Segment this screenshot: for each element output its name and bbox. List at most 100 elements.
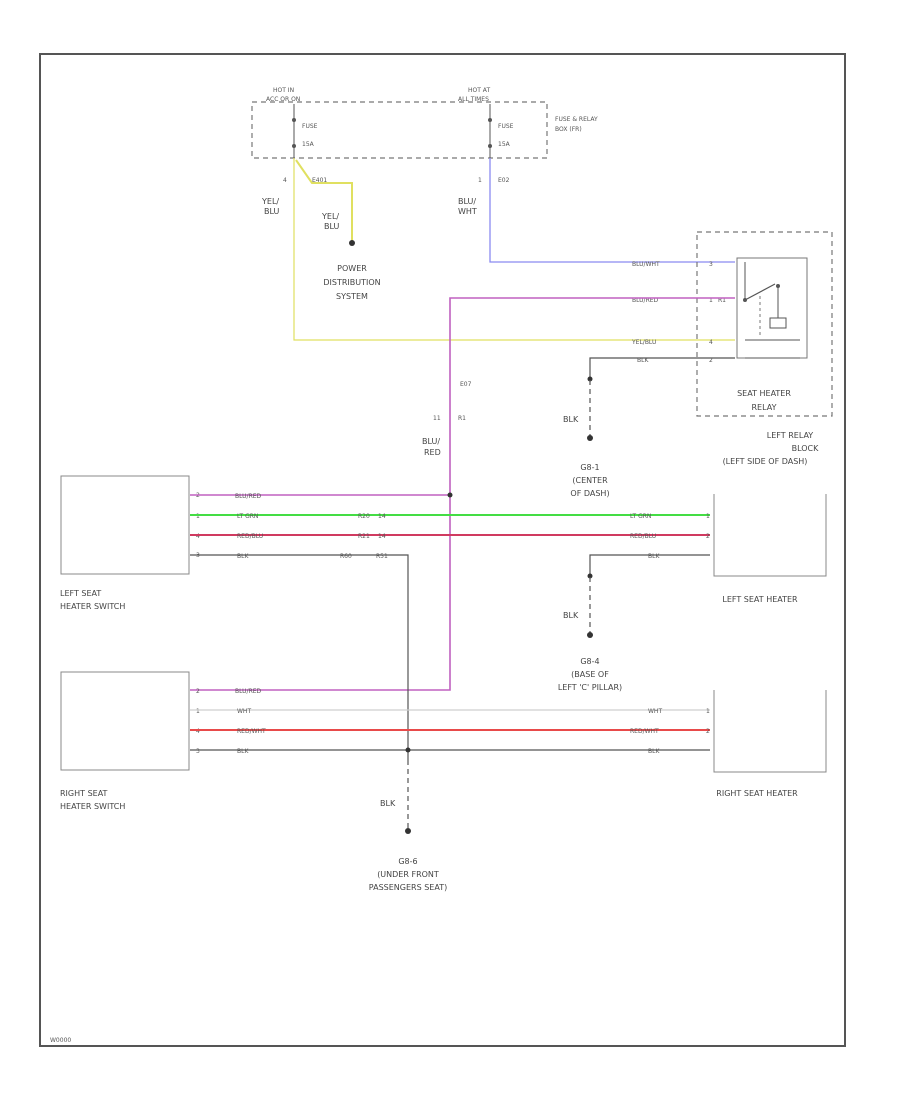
ground-2-splice xyxy=(587,573,593,579)
relay-pin-1: 3 xyxy=(709,261,713,268)
right-heater-label: RIGHT SEAT HEATER xyxy=(716,789,798,798)
label-yel-blu-2: BLU xyxy=(264,207,280,216)
relay-label-blk: BLK xyxy=(637,357,649,364)
splice-rs-blk xyxy=(405,747,411,753)
left-seat-heater-switch xyxy=(60,475,190,575)
label-ls-lt-grn: LT GRN xyxy=(237,513,258,520)
relay-conn-label: R1 xyxy=(718,297,726,304)
right-switch-line-2: HEATER SWITCH xyxy=(60,802,125,811)
relay-name-2: RELAY xyxy=(752,403,777,412)
label-yel-blu-1: YEL/ xyxy=(261,197,279,206)
diagram-frame xyxy=(39,53,846,1047)
label-rs-blk: BLK xyxy=(237,748,249,755)
mid-conn-pin-b: 14 xyxy=(378,533,386,540)
hot-left-2: ACC OR ON xyxy=(266,96,300,103)
wire-blu-wht xyxy=(489,158,735,263)
label-ls-blu-red: BLU/RED xyxy=(235,493,262,500)
hot-right-2: ALL TIMES xyxy=(458,96,489,103)
relay-contact-arm xyxy=(744,283,776,301)
fuse-left-text-2: 15A xyxy=(302,141,315,148)
left-switch-pin-2: 1 xyxy=(196,513,200,520)
relay-block-1: LEFT RELAY xyxy=(767,431,814,440)
splice-pin-b: R1 xyxy=(458,415,466,422)
fuse-left-top-terminal xyxy=(292,118,296,122)
left-switch-line-1: LEFT SEAT xyxy=(60,589,101,598)
label-g3-blk: BLK xyxy=(380,799,396,808)
fuse-left-pin: 4 xyxy=(283,177,287,184)
relay-block-2: BLOCK xyxy=(792,444,820,453)
fuse-right-pin: 1 xyxy=(478,177,482,184)
left-heater-label: LEFT SEAT HEATER xyxy=(722,595,798,604)
right-switch-line-1: RIGHT SEAT xyxy=(60,789,108,798)
label-rs-blu-red: BLU/RED xyxy=(235,688,262,695)
footer-code: W0000 xyxy=(50,1037,71,1044)
right-seat-heater-switch xyxy=(60,671,190,771)
relay-coil-outline xyxy=(736,257,808,359)
mid-conn-left-b: R21 xyxy=(358,533,370,540)
hot-left-1: HOT IN xyxy=(273,87,294,94)
splice-blu-red xyxy=(447,492,453,498)
label-blu-red-1: BLU/ xyxy=(422,437,440,446)
left-heater-pin-1: 1 xyxy=(706,513,710,520)
right-heater-pin-2: 2 xyxy=(706,728,710,735)
power-dist-1: POWER xyxy=(337,264,367,273)
left-switch-pin-3: 4 xyxy=(196,533,200,540)
right-switch-pin-4: 3 xyxy=(196,748,200,755)
wire-lh-blk xyxy=(589,554,710,575)
label-g2-blk: BLK xyxy=(563,611,579,620)
left-heater-pin-2: 2 xyxy=(706,533,710,540)
splice-pin-a: 11 xyxy=(433,415,441,422)
right-switch-pin-3: 4 xyxy=(196,728,200,735)
label-rs-red-wht: RED/WHT xyxy=(237,728,266,735)
label-blu-wht-2: WHT xyxy=(458,207,477,216)
ground-2-terminal xyxy=(587,632,593,638)
label-rh-red-wht: RED/WHT xyxy=(630,728,659,735)
power-dist-terminal xyxy=(349,240,355,246)
label-rh-wht: WHT xyxy=(648,708,662,715)
ground-1-line-1: (CENTER xyxy=(572,476,608,485)
fuse-box-label-1: FUSE & RELAY xyxy=(555,116,598,123)
left-switch-line-2: HEATER SWITCH xyxy=(60,602,125,611)
mid-conn-pin-a: 14 xyxy=(378,513,386,520)
relay-contact-point xyxy=(743,298,747,302)
fuse-right-conn: E02 xyxy=(498,177,510,184)
ground-1-splice xyxy=(587,376,593,382)
fuse-right-text-1: FUSE xyxy=(498,123,514,130)
mid-conn-blk-b: R51 xyxy=(376,553,388,560)
label-ls-red-blu: RED/BLU xyxy=(237,533,263,540)
ground-3-terminal xyxy=(405,828,411,834)
mid-conn-left-a: R20 xyxy=(358,513,370,520)
power-dist-2: DISTRIBUTION xyxy=(323,278,380,287)
right-heater-pin-1: 1 xyxy=(706,708,710,715)
ground-3-line-1: (UNDER FRONT xyxy=(377,870,439,879)
label-lh-blk: BLK xyxy=(648,553,660,560)
label-lh-lt-grn: LT GRN xyxy=(630,513,651,520)
mid-conn-blk-a: R60 xyxy=(340,553,352,560)
label-rh-blk: BLK xyxy=(648,748,660,755)
relay-name-1: SEAT HEATER xyxy=(737,389,791,398)
relay-pin-3: 4 xyxy=(709,339,713,346)
fuse-relay-box xyxy=(251,101,548,159)
wire-relay-blk xyxy=(589,357,735,378)
label-rs-wht: WHT xyxy=(237,708,251,715)
fuse-right-top-terminal xyxy=(488,118,492,122)
ground-3-id: G8-6 xyxy=(398,857,417,866)
right-switch-pin-2: 1 xyxy=(196,708,200,715)
label-yel-blu-b1: YEL/ xyxy=(321,212,339,221)
ground-3-line-2: PASSENGERS SEAT) xyxy=(369,883,447,892)
fuse-left-conn: E401 xyxy=(312,177,327,184)
relay-coil xyxy=(769,317,787,329)
label-lh-red-blu: RED/BLU xyxy=(630,533,656,540)
right-seat-heater-box xyxy=(713,690,827,773)
relay-label-yel-blu: YEL/BLU xyxy=(631,339,656,346)
splice-conn: E07 xyxy=(460,381,472,388)
label-blu-red-2: RED xyxy=(424,448,441,457)
hot-right-1: HOT AT xyxy=(468,87,490,94)
ground-1-line-2: OF DASH) xyxy=(570,489,609,498)
wire-yel-blu-to-relay xyxy=(293,158,735,341)
fuse-left-bottom-terminal xyxy=(292,144,296,148)
right-switch-pin-1: 2 xyxy=(196,688,200,695)
label-g1-blk: BLK xyxy=(563,415,579,424)
fuse-right-bottom-terminal xyxy=(488,144,492,148)
